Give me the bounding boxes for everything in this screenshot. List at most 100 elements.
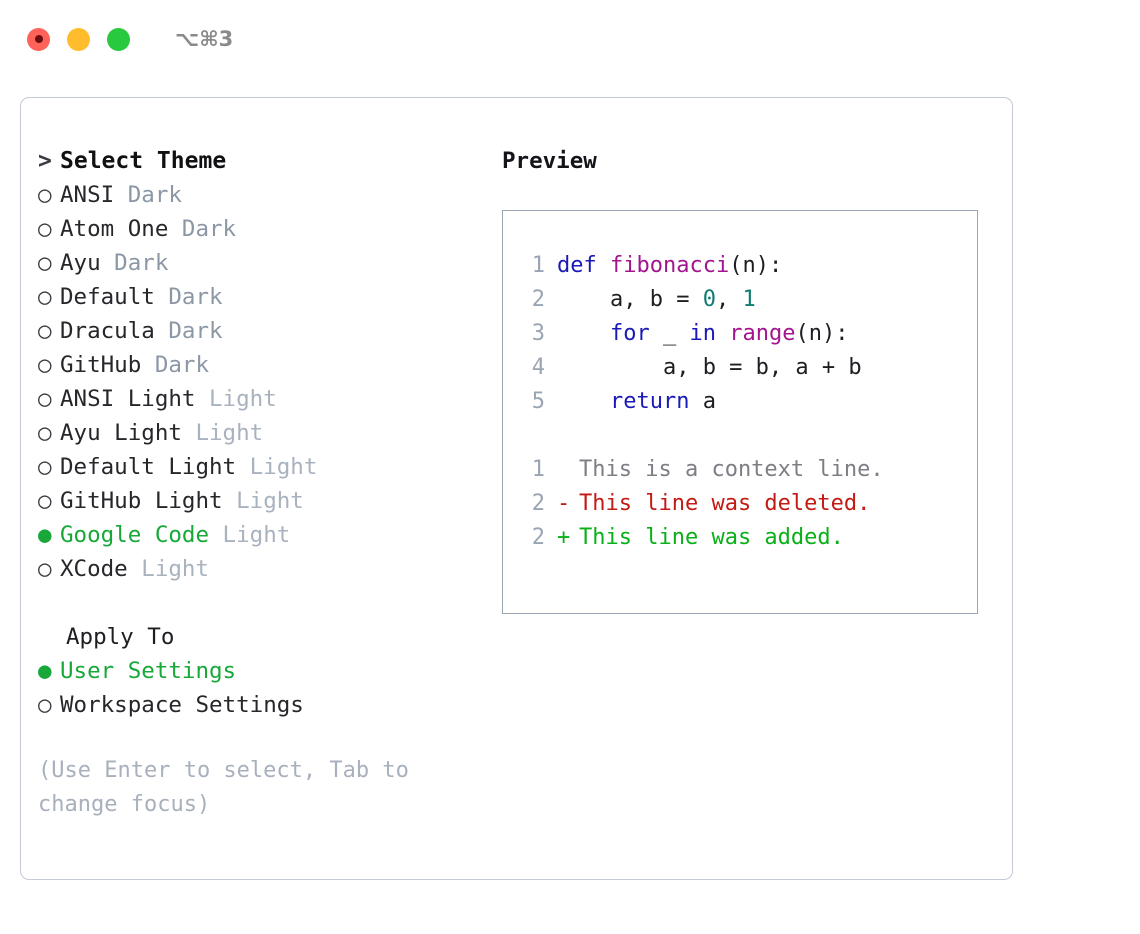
code-line: 2 a, b = 0, 1 [515, 283, 971, 317]
traffic-light-group [27, 27, 130, 51]
radio-unselected-icon: ○ [38, 216, 52, 242]
apply-to-option-label: User Settings [60, 658, 237, 684]
diff-marker [557, 453, 579, 487]
keyboard-hint-text: (Use Enter to select, Tab to change focu… [38, 758, 409, 817]
line-number: 5 [531, 389, 545, 414]
theme-option-atom-one[interactable]: ○ Atom One Dark [38, 212, 488, 246]
theme-variant-badge: Dark [168, 216, 237, 242]
theme-option-ansi-light[interactable]: ○ ANSI Light Light [38, 382, 488, 416]
theme-option-google-code[interactable]: ● Google Code Light [38, 518, 488, 552]
diff-line-text: This line was added. [579, 525, 844, 550]
code-token: def [557, 253, 610, 278]
theme-variant-badge: Dark [141, 352, 210, 378]
theme-option-label: Ayu [60, 250, 101, 276]
list-gap [38, 586, 488, 620]
diff-line-text: This line was deleted. [579, 491, 871, 516]
theme-option-dracula[interactable]: ○ Dracula Dark [38, 314, 488, 348]
code-token: a [689, 389, 716, 414]
theme-option-ansi[interactable]: ○ANSI Dark [38, 178, 488, 212]
theme-option-ayu[interactable]: ○ Ayu Dark [38, 246, 488, 280]
radio-unselected-icon: ○ [38, 386, 52, 412]
theme-variant-badge: Dark [114, 182, 182, 208]
line-number: 2 [531, 287, 545, 312]
diff-sample-block: 1 This is a context line. 2-This line was… [515, 453, 971, 555]
radio-selected-icon: ● [38, 658, 52, 684]
radio-unselected-icon: ○ [38, 318, 52, 344]
apply-to-option-label: Workspace Settings [60, 692, 304, 718]
theme-option-label: Default Light [60, 454, 237, 480]
diff-marker: + [557, 525, 571, 550]
code-token: fibonacci [609, 253, 730, 278]
code-line: 4 a, b = b, a + b [515, 351, 971, 385]
code-line: 3 for _ in range(n): [515, 317, 971, 351]
diff-line-add: 2 + This line was added. [515, 521, 971, 555]
theme-option-label: GitHub [60, 352, 142, 378]
theme-variant-badge: Dark [100, 250, 169, 276]
maximize-window-button[interactable] [107, 27, 130, 51]
theme-variant-badge: Dark [154, 284, 223, 310]
code-token: _ [649, 321, 690, 346]
theme-option-default-light[interactable]: ○ Default Light Light [38, 450, 488, 484]
theme-variant-badge: Light [127, 556, 210, 582]
code-token: 0 [702, 287, 716, 312]
title-bar: ⌥⌘3 [0, 0, 1140, 78]
diff-line-ctx: 1 This is a context line. [515, 453, 971, 487]
radio-unselected-icon: ○ [38, 284, 52, 310]
radio-selected-icon: ● [38, 522, 52, 548]
minimize-window-button[interactable] [67, 27, 90, 51]
apply-to-option-user-settings[interactable]: ● User Settings [38, 654, 488, 688]
radio-unselected-icon: ○ [38, 352, 52, 378]
main-panel: >Select Theme ○ANSI Dark○Atom One Dark○A… [20, 97, 1013, 880]
code-token: 1 [742, 287, 756, 312]
apply-to-option-list: ● User Settings ○ Workspace Settings [38, 654, 488, 722]
theme-option-label: ANSI Light [60, 386, 196, 412]
radio-unselected-icon: ○ [38, 488, 52, 514]
code-token [557, 389, 610, 414]
line-number: 2 [531, 491, 545, 516]
keyboard-shortcut-label: ⌥⌘3 [175, 27, 234, 51]
radio-unselected-icon: ○ [38, 182, 52, 208]
apply-to-option-workspace-settings[interactable]: ○ Workspace Settings [38, 688, 488, 722]
preview-heading: Preview [502, 148, 597, 174]
theme-option-label: XCode [60, 556, 128, 582]
apply-to-heading: Apply To [66, 624, 175, 650]
select-theme-heading-label: Select Theme [60, 148, 227, 174]
diff-line-text: This is a context line. [579, 457, 884, 482]
diff-marker: - [557, 491, 571, 516]
theme-option-ayu-light[interactable]: ○Ayu Light Light [38, 416, 488, 450]
theme-option-label: Google Code [60, 522, 210, 548]
theme-option-label: Ayu Light [60, 420, 182, 446]
theme-selector-column: >Select Theme ○ANSI Dark○Atom One Dark○A… [38, 144, 488, 822]
code-token: for [609, 321, 650, 346]
theme-option-default[interactable]: ○Default Dark [38, 280, 488, 314]
select-theme-heading: >Select Theme [38, 144, 488, 178]
theme-variant-badge: Light [195, 386, 277, 412]
theme-variant-badge: Dark [154, 318, 223, 344]
theme-option-github[interactable]: ○ GitHub Dark [38, 348, 488, 382]
line-number: 2 [531, 525, 545, 550]
radio-unselected-icon: ○ [38, 692, 52, 718]
code-token: in [689, 321, 716, 346]
theme-option-github-light[interactable]: ○ GitHub Light Light [38, 484, 488, 518]
theme-variant-badge: Light [209, 522, 291, 548]
line-number: 3 [531, 321, 545, 346]
line-number: 1 [531, 253, 545, 278]
theme-variant-badge: Light [236, 454, 318, 480]
radio-unselected-icon: ○ [38, 250, 52, 276]
theme-option-label: Dracula [60, 318, 155, 344]
line-number: 1 [531, 457, 545, 482]
theme-variant-badge: Light [222, 488, 304, 514]
close-window-button[interactable] [27, 27, 50, 51]
code-token: range [729, 321, 796, 346]
code-token [716, 321, 729, 346]
theme-option-xcode[interactable]: ○XCode Light [38, 552, 488, 586]
theme-option-label: Atom One [60, 216, 169, 242]
theme-option-label: GitHub Light [60, 488, 223, 514]
radio-unselected-icon: ○ [38, 454, 52, 480]
theme-variant-badge: Light [181, 420, 264, 446]
